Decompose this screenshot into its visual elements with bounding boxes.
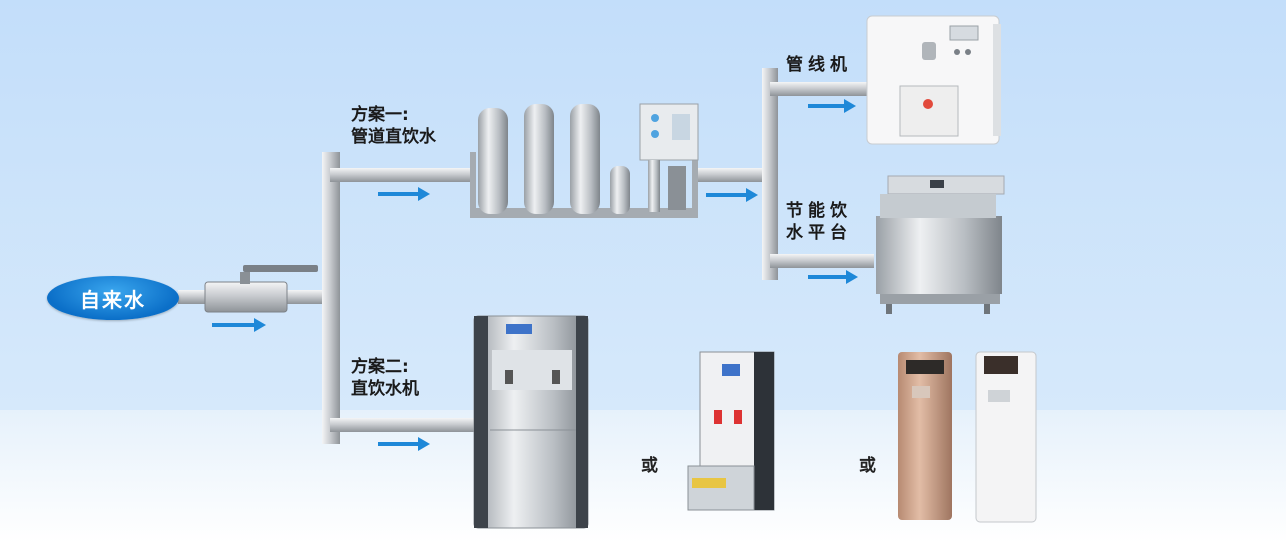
- copper-purifier: [898, 352, 952, 520]
- valve-stem: [240, 272, 250, 284]
- drinking-platform-label: 节能饮 水平台: [786, 201, 852, 243]
- floor-background: [0, 410, 1286, 543]
- tap-water-source: 自来水: [47, 276, 179, 320]
- arrow-inlet: [212, 318, 266, 332]
- boiler-dispenser: [687, 351, 775, 511]
- connector-or-1: 或: [641, 456, 658, 476]
- plan-two-label: 方案二: 直饮水机: [351, 357, 419, 399]
- arrow-plan-two: [378, 437, 430, 451]
- pipeline-machine-device: [866, 15, 1001, 145]
- platform-pipe: [770, 254, 874, 268]
- arrow-pipeline-machine: [808, 99, 856, 113]
- sky-background: [0, 0, 1286, 410]
- purification-system: [470, 103, 699, 218]
- plan-one-label: 方案一: 管道直饮水: [351, 105, 436, 147]
- pipeline-machine-pipe: [770, 82, 870, 96]
- plan-two-pipe: [330, 418, 480, 432]
- system-outlet-pipe: [698, 168, 770, 182]
- valve-body: [204, 281, 288, 313]
- arrow-platform: [808, 270, 858, 284]
- white-purifier: [975, 351, 1037, 523]
- direct-drinking-machine: [473, 315, 589, 529]
- main-vertical-pipe: [322, 152, 340, 444]
- arrows: [212, 99, 858, 451]
- distribution-vertical-pipe: [762, 68, 778, 280]
- connector-or-2: 或: [859, 456, 876, 476]
- arrow-system-outlet: [706, 188, 758, 202]
- valve-handle: [243, 265, 318, 272]
- plan-one-pipe: [330, 168, 470, 182]
- arrow-plan-one: [378, 187, 430, 201]
- pipeline-machine-label: 管线机: [786, 55, 852, 75]
- drinking-platform-device: [876, 175, 1005, 314]
